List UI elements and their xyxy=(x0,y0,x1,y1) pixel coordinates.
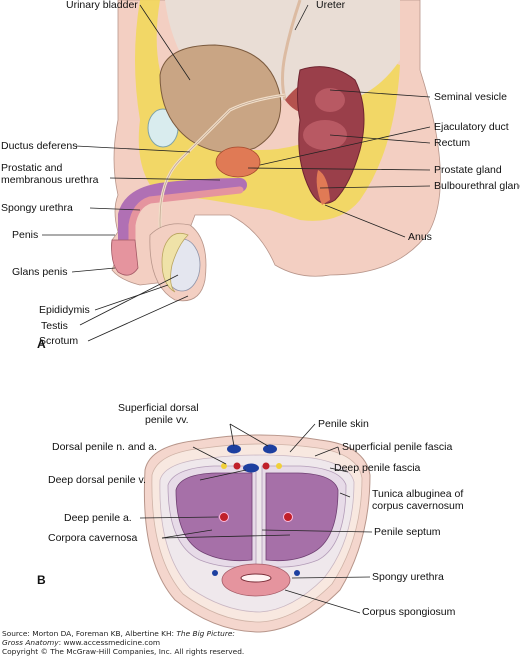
label-deep-dorsal-penile-v: Deep dorsal penile v. xyxy=(48,474,146,486)
ureter-path xyxy=(281,0,302,101)
label-scrotum: Scrotum xyxy=(39,335,79,347)
glans-penis xyxy=(111,239,139,276)
label-ejaculatory-duct: Ejaculatory duct xyxy=(434,121,509,133)
deep-penile-artery-left xyxy=(219,512,229,522)
credit-prefix: Source: Morton DA, Foreman KB, Albertine… xyxy=(2,629,177,638)
superficial-dorsal-vein-left xyxy=(227,444,241,454)
panel-b-letter: B xyxy=(37,573,46,587)
dorsal-artery-left xyxy=(233,462,241,470)
label-corpus-spongiosum: Corpus spongiosum xyxy=(362,606,456,618)
credit-subtitle: Gross Anatomy xyxy=(2,638,59,647)
label-epididymis: Epididymis xyxy=(39,304,90,316)
label-spongy-urethra: Spongy urethra xyxy=(1,202,73,214)
label-prostate-gland: Prostate gland xyxy=(434,164,502,176)
dorsal-nerve-right xyxy=(276,463,282,469)
deep-penile-artery-right xyxy=(283,512,293,522)
anal-canal xyxy=(316,170,330,205)
label-seminal-vesicle: Seminal vesicle xyxy=(434,91,507,103)
rectal-fold xyxy=(315,88,345,112)
credit-line-3: Copyright © The McGraw-Hill Companies, I… xyxy=(2,647,245,656)
label-corpora-cavernosa: Corpora cavernosa xyxy=(48,532,138,544)
urinary-bladder xyxy=(159,44,282,153)
label-ureter: Ureter xyxy=(316,0,346,11)
label-glans-penis: Glans penis xyxy=(12,266,68,278)
credit-url: : www.accessmedicine.com xyxy=(58,638,161,647)
leader-lines-b xyxy=(139,423,373,614)
panel-a-letter: A xyxy=(37,337,46,351)
leader-lines-a xyxy=(42,4,431,342)
label-superficial-dorsal-line1: Superficial dorsal xyxy=(118,402,199,414)
sagittal-section xyxy=(111,0,441,302)
label-dorsal-penile-n: Dorsal penile n. and a. xyxy=(52,441,158,453)
epididymis xyxy=(161,232,189,293)
label-penis: Penis xyxy=(12,229,39,241)
label-penile-skin: Penile skin xyxy=(318,418,369,430)
credit-line-1: Source: Morton DA, Foreman KB, Albertine… xyxy=(2,629,235,639)
prostate-gland xyxy=(215,146,261,178)
rectal-fold xyxy=(303,120,347,150)
lateral-vessel-right xyxy=(294,570,300,576)
label-urinary-bladder: Urinary bladder xyxy=(66,0,138,11)
label-testis: Testis xyxy=(41,320,68,332)
label-spongy-urethra-b: Spongy urethra xyxy=(372,571,444,583)
dorsal-artery-right xyxy=(262,462,270,470)
spongy-urethra-lumen xyxy=(240,573,272,583)
label-tunica-line1: Tunica albuginea of xyxy=(372,488,464,500)
label-tunica-line2: corpus cavernosum xyxy=(372,500,464,512)
corpus-cavernosum-right xyxy=(265,472,339,562)
label-deep-penile-fascia: Deep penile fascia xyxy=(334,462,421,474)
lateral-vessel-left xyxy=(212,570,218,576)
label-penile-septum: Penile septum xyxy=(374,526,441,538)
label-deep-penile-a: Deep penile a. xyxy=(64,512,132,524)
label-superficial-dorsal-line2: penile vv. xyxy=(145,414,189,426)
dorsal-nerve-left xyxy=(221,463,227,469)
deep-dorsal-vein xyxy=(243,463,259,473)
superficial-dorsal-vein-right xyxy=(263,444,277,454)
label-rectum: Rectum xyxy=(434,137,471,149)
label-prostatic-urethra-line2: membranous urethra xyxy=(1,174,99,186)
label-superficial-penile-fascia: Superficial penile fascia xyxy=(342,441,453,453)
spongy-urethra xyxy=(118,178,247,252)
label-prostatic-urethra-line1: Prostatic and xyxy=(1,162,63,174)
label-bulbourethral-gland: Bulbourethral gland xyxy=(434,180,520,192)
label-ductus-deferens: Ductus deferens xyxy=(1,140,78,152)
label-anus: Anus xyxy=(408,231,432,243)
corpus-spongiosum-long xyxy=(128,186,244,254)
credit-line-2: Gross Anatomy: www.accessmedicine.com xyxy=(2,638,160,648)
credit-title: The Big Picture: xyxy=(176,629,235,638)
